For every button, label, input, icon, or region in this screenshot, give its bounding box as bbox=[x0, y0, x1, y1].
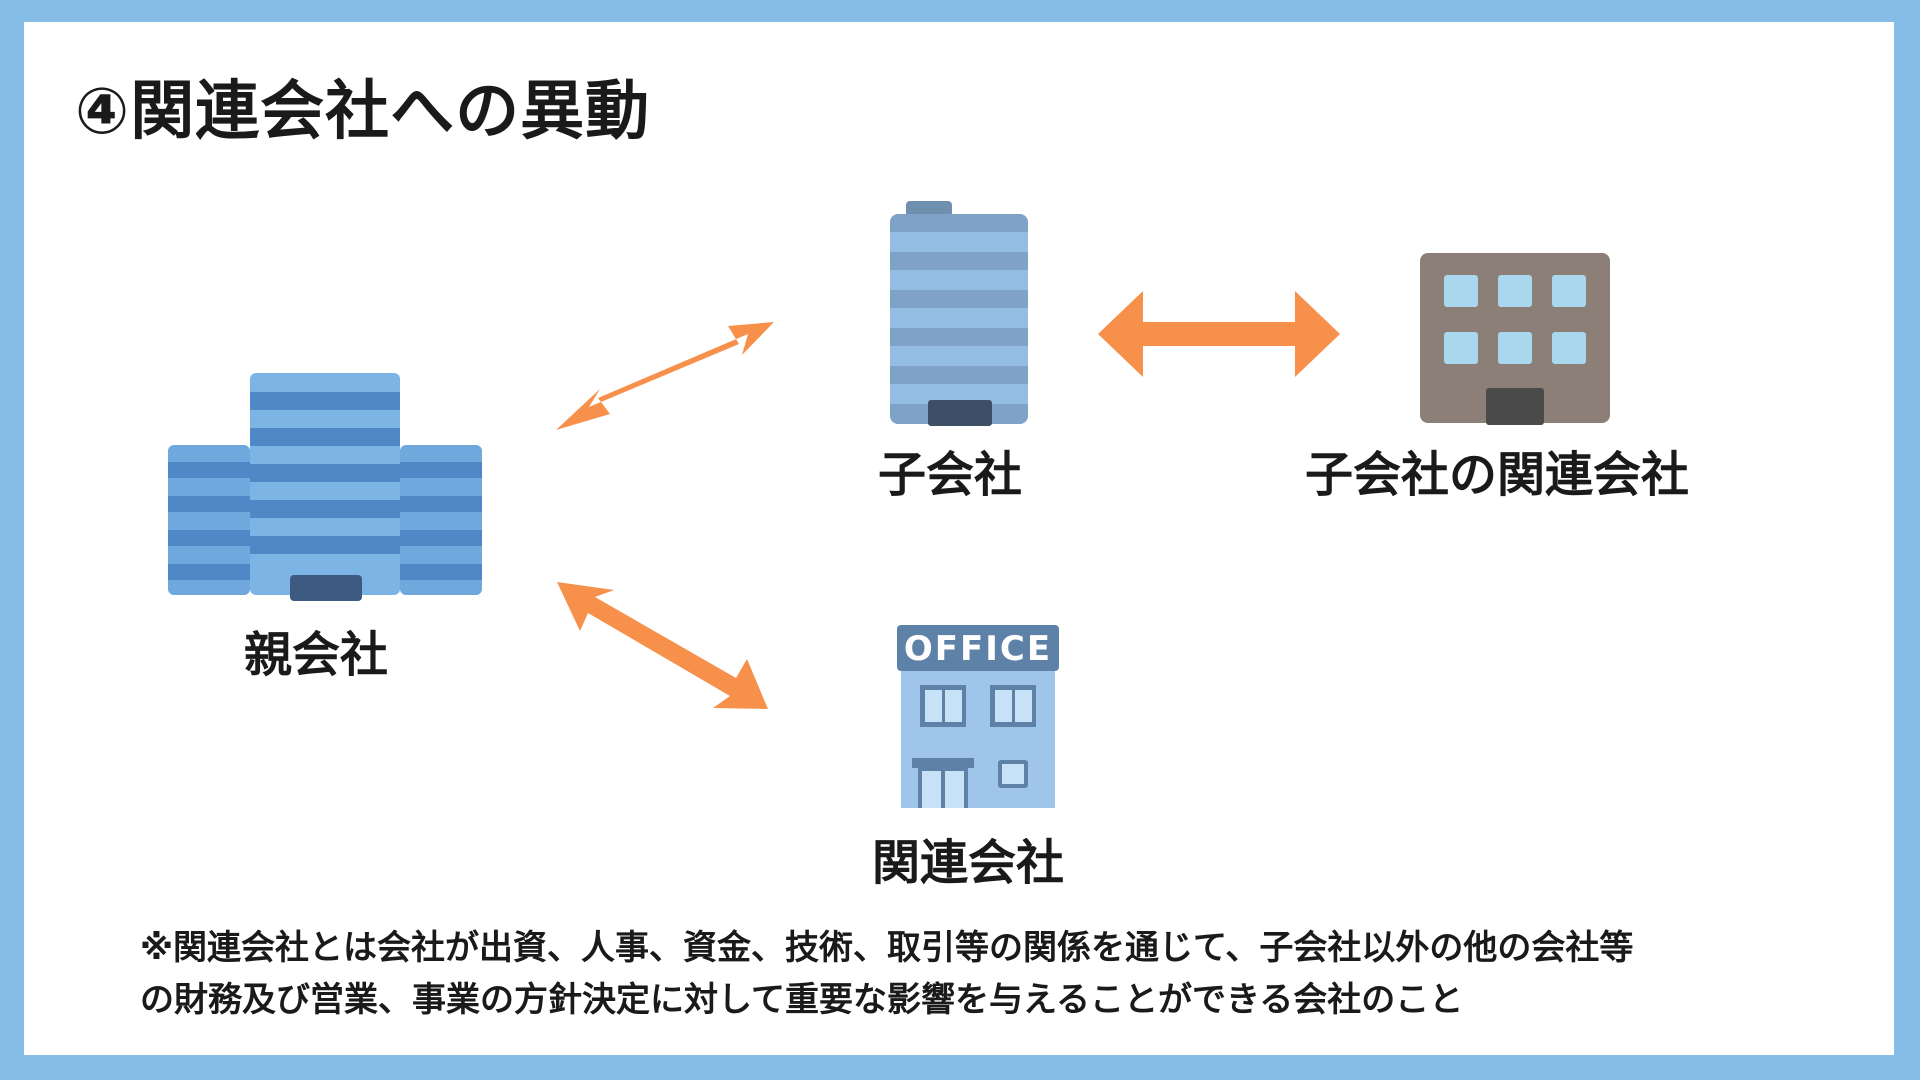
subsidiary-label: 子会社 bbox=[878, 447, 1023, 503]
parent-company-label: 親会社 bbox=[244, 627, 389, 683]
arrow-subsidiary-subaffiliate bbox=[1098, 291, 1340, 377]
parent-building-icon bbox=[168, 373, 482, 601]
page-title: ④関連会社への異動 bbox=[75, 75, 651, 149]
arrow-parent-subsidiary bbox=[556, 322, 774, 430]
office-building-icon: OFFICE bbox=[897, 625, 1059, 808]
sub-affiliate-building-icon bbox=[1420, 253, 1610, 425]
office-sign-text: OFFICE bbox=[904, 629, 1052, 669]
footnote-line-2: の財務及び営業、事業の方針決定に対して重要な影響を与えることができる会社のこと bbox=[140, 980, 1464, 1020]
arrow-parent-affiliate bbox=[557, 582, 768, 709]
affiliate-label: 関連会社 bbox=[872, 835, 1065, 891]
footnote-line-1: ※関連会社とは会社が出資、人事、資金、技術、取引等の関係を通じて、子会社以外の他… bbox=[140, 928, 1634, 968]
subsidiary-affiliate-label: 子会社の関連会社 bbox=[1305, 447, 1690, 503]
subsidiary-building-icon bbox=[890, 201, 1028, 426]
footnote: ※関連会社とは会社が出資、人事、資金、技術、取引等の関係を通じて、子会社以外の他… bbox=[140, 922, 1860, 1026]
